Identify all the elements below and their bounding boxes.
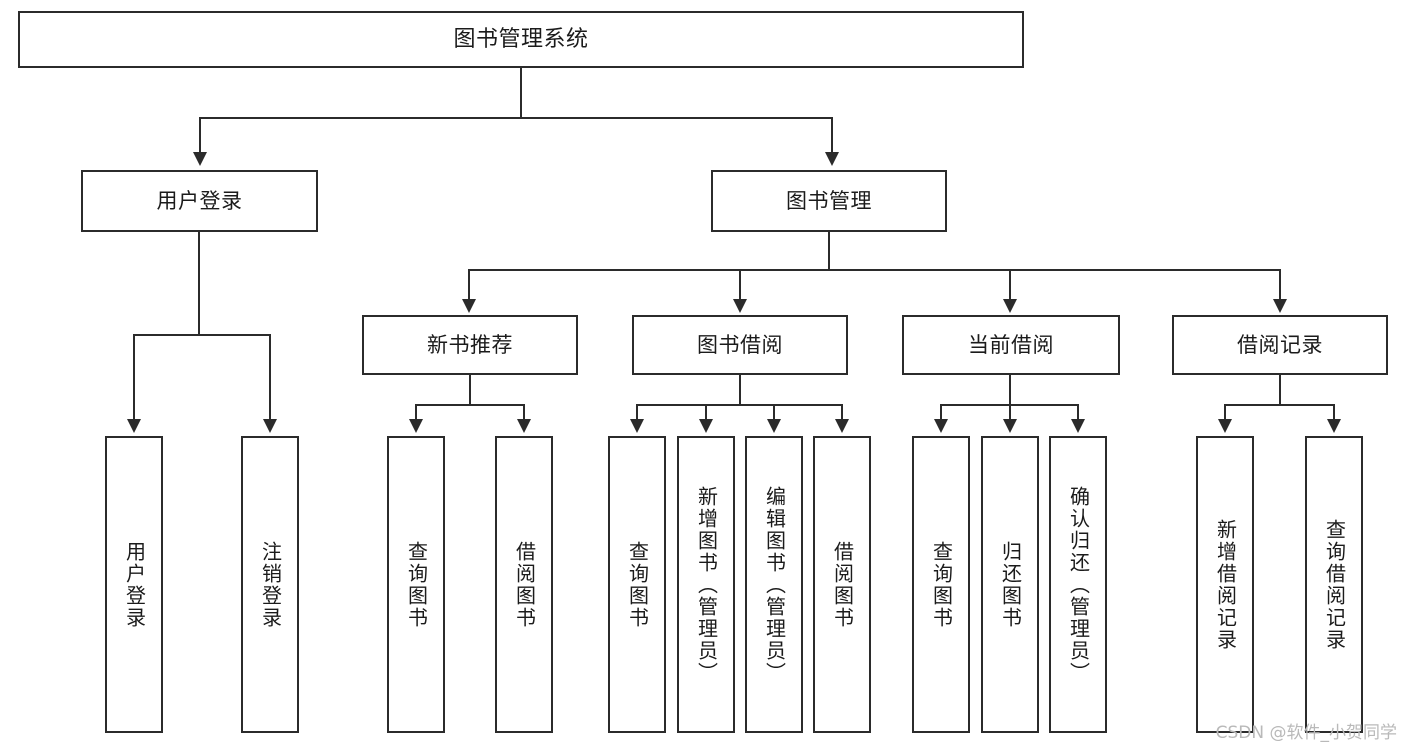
arrowhead-book-borrow [733,299,747,313]
arrowhead-borrow-record-leaf-1 [1218,419,1232,433]
leaf-logout[interactable]: 注销登录 [241,436,299,733]
leaf-label: 查询借阅记录 [1322,518,1347,651]
connector-book-borrow-leaf-2 [705,404,707,421]
leaf-edit-book-admin[interactable]: 编辑图书（管理员） [745,436,803,733]
arrowhead-current-borrow [1003,299,1017,313]
leaf-label: 借阅图书 [830,540,855,629]
leaf-label: 编辑图书（管理员） [762,485,787,684]
arrowhead-book-borrow-leaf-4 [835,419,849,433]
arrowhead-current-borrow-leaf-2 [1003,419,1017,433]
connector-book-borrow-stem [739,375,741,405]
connector-root-bus [199,117,833,119]
connector-book-mgmt-stem [828,232,830,271]
connector-new-book-stem [469,375,471,405]
connector-root-stem [520,68,522,118]
leaf-user-login[interactable]: 用户登录 [105,436,163,733]
arrowhead-borrow-record [1273,299,1287,313]
arrowhead-new-book-leaf-2 [517,419,531,433]
node-book-borrow[interactable]: 图书借阅 [632,315,848,375]
node-new-book-recommend[interactable]: 新书推荐 [362,315,578,375]
arrowhead-borrow-record-leaf-2 [1327,419,1341,433]
connector-root-to-book-mgmt [831,117,833,154]
node-current-borrow[interactable]: 当前借阅 [902,315,1120,375]
leaf-query-book-current[interactable]: 查询图书 [912,436,970,733]
leaf-borrow-book[interactable]: 借阅图书 [813,436,871,733]
leaf-label: 用户登录 [122,540,147,629]
connector-borrow-record-stem [1279,375,1281,405]
arrowhead-book-borrow-leaf-1 [630,419,644,433]
leaf-add-book-admin[interactable]: 新增图书（管理员） [677,436,735,733]
leaf-query-borrow-record[interactable]: 查询借阅记录 [1305,436,1363,733]
arrowhead-book-borrow-leaf-2 [699,419,713,433]
arrowhead-user-login [193,152,207,166]
leaf-add-borrow-record[interactable]: 新增借阅记录 [1196,436,1254,733]
arrowhead-new-book-leaf-1 [409,419,423,433]
arrowhead-current-borrow-leaf-3 [1071,419,1085,433]
leaf-label: 查询图书 [929,540,954,629]
connector-borrow-record-leaf-2 [1333,404,1335,421]
arrowhead-current-borrow-leaf-1 [934,419,948,433]
leaf-label: 借阅图书 [512,540,537,629]
connector-to-current-borrow [1009,269,1011,301]
node-root-system[interactable]: 图书管理系统 [18,11,1024,68]
leaf-label: 注销登录 [258,540,283,629]
connector-to-new-book [468,269,470,301]
leaf-return-book[interactable]: 归还图书 [981,436,1039,733]
leaf-query-book-borrow[interactable]: 查询图书 [608,436,666,733]
connector-user-login-bus [133,334,271,336]
connector-current-borrow-leaf-2 [1009,404,1011,421]
connector-current-borrow-leaf-1 [940,404,942,421]
leaf-label: 查询图书 [625,540,650,629]
connector-book-borrow-leaf-4 [841,404,843,421]
arrowhead-book-borrow-leaf-3 [767,419,781,433]
node-user-login[interactable]: 用户登录 [81,170,318,232]
arrowhead-leaf-user-login [127,419,141,433]
connector-book-borrow-leaf-1 [636,404,638,421]
connector-new-book-bus [415,404,525,406]
connector-to-borrow-record [1279,269,1281,301]
connector-root-to-user-login [199,117,201,154]
leaf-label: 查询图书 [404,540,429,629]
connector-user-login-stem [198,232,200,335]
node-book-management[interactable]: 图书管理 [711,170,947,232]
arrowhead-new-book [462,299,476,313]
leaf-label: 归还图书 [998,540,1023,629]
connector-book-mgmt-bus [468,269,1280,271]
arrowhead-book-mgmt [825,152,839,166]
leaf-confirm-return-admin[interactable]: 确认归还（管理员） [1049,436,1107,733]
leaf-label: 确认归还（管理员） [1066,485,1091,684]
connector-new-book-leaf-2 [523,404,525,421]
connector-borrow-record-bus [1224,404,1335,406]
leaf-label: 新增图书（管理员） [694,485,719,684]
connector-new-book-leaf-1 [415,404,417,421]
connector-to-book-borrow [739,269,741,301]
connector-user-login-leaf-2 [269,334,271,421]
node-borrow-record[interactable]: 借阅记录 [1172,315,1388,375]
leaf-borrow-book-new[interactable]: 借阅图书 [495,436,553,733]
connector-borrow-record-leaf-1 [1224,404,1226,421]
connector-current-borrow-leaf-3 [1077,404,1079,421]
connector-user-login-leaf-1 [133,334,135,421]
connector-book-borrow-bus [636,404,842,406]
leaf-label: 新增借阅记录 [1213,518,1238,651]
connector-book-borrow-leaf-3 [773,404,775,421]
connector-current-borrow-stem [1009,375,1011,405]
leaf-query-book-new[interactable]: 查询图书 [387,436,445,733]
arrowhead-leaf-logout [263,419,277,433]
